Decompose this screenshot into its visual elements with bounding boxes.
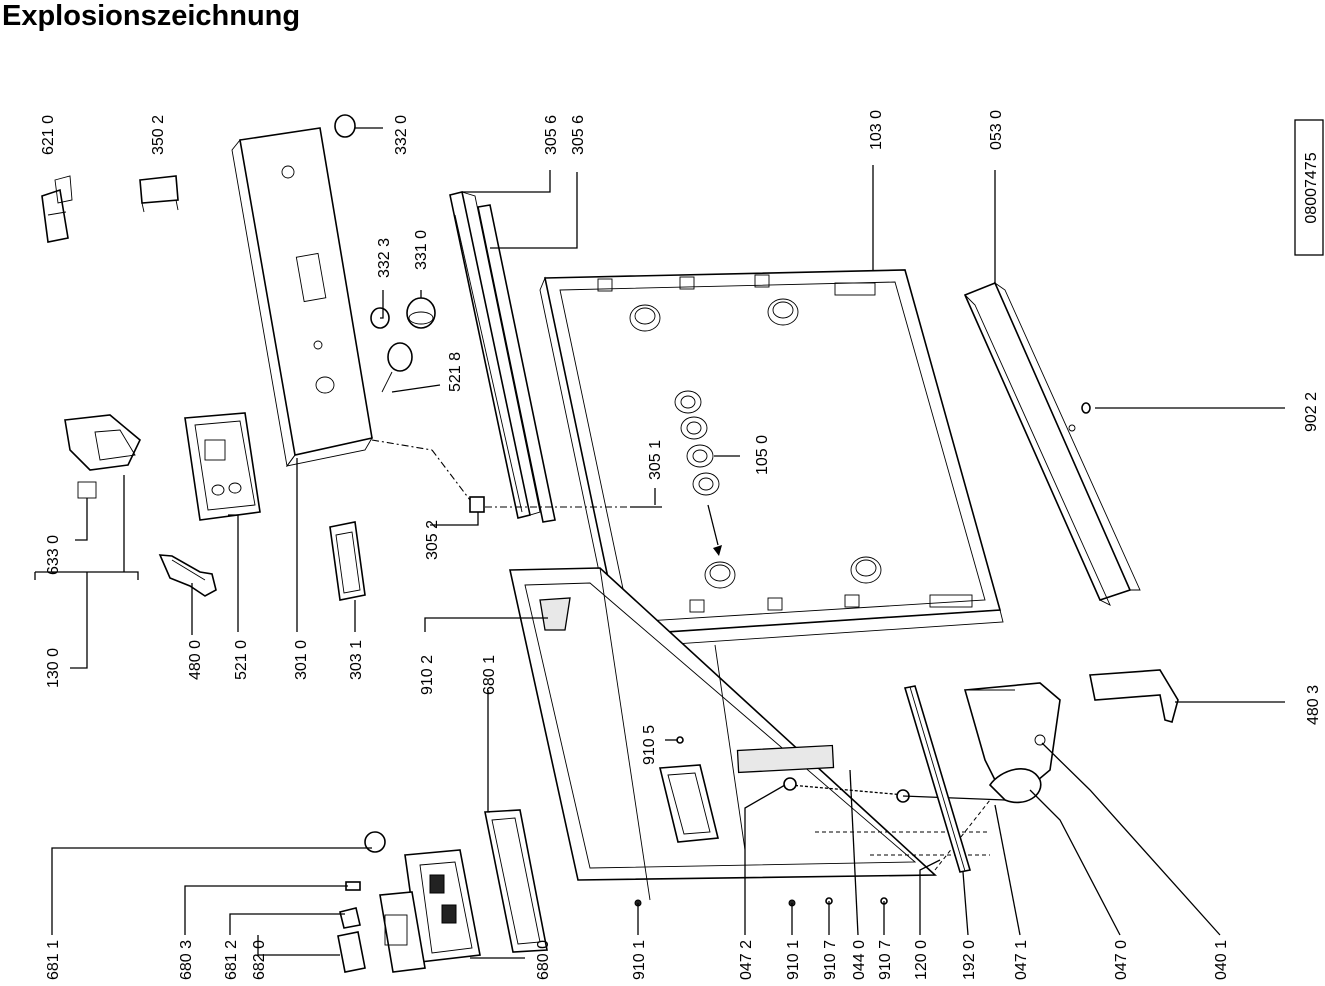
label-053-0: 053 0 <box>988 110 1005 150</box>
label-305-6b: 305 6 <box>570 115 587 155</box>
label-192-0: 192 0 <box>961 940 978 980</box>
label-305-6a: 305 6 <box>543 115 560 155</box>
doc-number-box: 08007475 <box>1294 119 1324 256</box>
label-350-2: 350 2 <box>150 115 167 155</box>
doc-number: 08007475 <box>1303 152 1320 223</box>
trim-strips <box>449 191 556 523</box>
label-480-0: 480 0 <box>187 640 204 680</box>
label-902-2: 902 2 <box>1303 392 1320 432</box>
label-332-0: 332 0 <box>393 115 410 155</box>
leader-lines <box>34 127 1285 959</box>
label-621-0: 621 0 <box>40 115 57 155</box>
label-682-0: 682 0 <box>251 940 268 980</box>
label-044-0: 044 0 <box>851 940 868 980</box>
knob-332-0 <box>334 114 356 138</box>
label-910-1b: 910 1 <box>785 940 802 980</box>
door-outer-frame <box>509 567 938 901</box>
label-331-0: 331 0 <box>413 230 430 270</box>
label-910-1a: 910 1 <box>631 940 648 980</box>
part-621-0 <box>41 175 73 243</box>
selector-521-8 <box>381 342 413 393</box>
label-910-5: 910 5 <box>641 725 658 765</box>
door-lock-130-0 <box>64 414 141 499</box>
label-047-2: 047 2 <box>738 940 755 980</box>
wire-harness-480-0 <box>158 554 217 597</box>
label-680-0: 680 0 <box>535 940 552 980</box>
spray-nozzles <box>674 390 720 496</box>
label-305-1: 305 1 <box>647 440 664 480</box>
dispenser-680-0 <box>379 849 481 973</box>
label-910-2: 910 2 <box>419 655 436 695</box>
control-panel-fascia <box>231 127 471 501</box>
door-inner-panel <box>539 269 1004 650</box>
label-521-8: 521 8 <box>447 352 464 392</box>
label-332-3: 332 3 <box>376 238 393 278</box>
label-633-0: 633 0 <box>45 535 62 575</box>
label-103-0: 103 0 <box>868 110 885 150</box>
label-681-2: 681 2 <box>223 940 240 980</box>
handle-recess-680-1 <box>484 809 548 953</box>
label-680-3: 680 3 <box>178 940 195 980</box>
label-047-0: 047 0 <box>1113 940 1130 980</box>
knob-331-0 <box>406 297 436 329</box>
part-350-2 <box>139 175 179 213</box>
connector-305-2 <box>469 496 485 513</box>
cover-480-3 <box>1089 669 1179 723</box>
label-303-1: 303 1 <box>348 640 365 680</box>
dispenser-parts <box>337 831 386 973</box>
side-trim-053-0 <box>963 281 1141 606</box>
page-title: Explosionszeichnung <box>2 0 301 32</box>
label-040-1: 040 1 <box>1213 940 1230 980</box>
spring-044-0 <box>736 744 1006 803</box>
label-120-0: 120 0 <box>913 940 930 980</box>
label-480-3: 480 3 <box>1305 685 1322 725</box>
label-047-1: 047 1 <box>1013 940 1030 980</box>
label-521-0: 521 0 <box>233 640 250 680</box>
hinge-bracket <box>815 682 1061 871</box>
label-681-1: 681 1 <box>45 940 62 980</box>
part-303-1 <box>329 521 366 601</box>
callout-labels: 621 0 350 2 332 0 305 6 305 6 103 0 053 … <box>40 110 1322 980</box>
recess-window <box>658 764 719 843</box>
label-301-0: 301 0 <box>293 640 310 680</box>
label-105-0: 105 0 <box>754 435 771 475</box>
electronic-board-521-0 <box>184 412 261 521</box>
label-130-0: 130 0 <box>45 648 62 688</box>
label-305-2: 305 2 <box>424 520 441 560</box>
label-910-7b: 910 7 <box>877 940 894 980</box>
label-910-7a: 910 7 <box>822 940 839 980</box>
rail-192-0 <box>903 685 972 873</box>
label-680-1: 680 1 <box>481 655 498 695</box>
